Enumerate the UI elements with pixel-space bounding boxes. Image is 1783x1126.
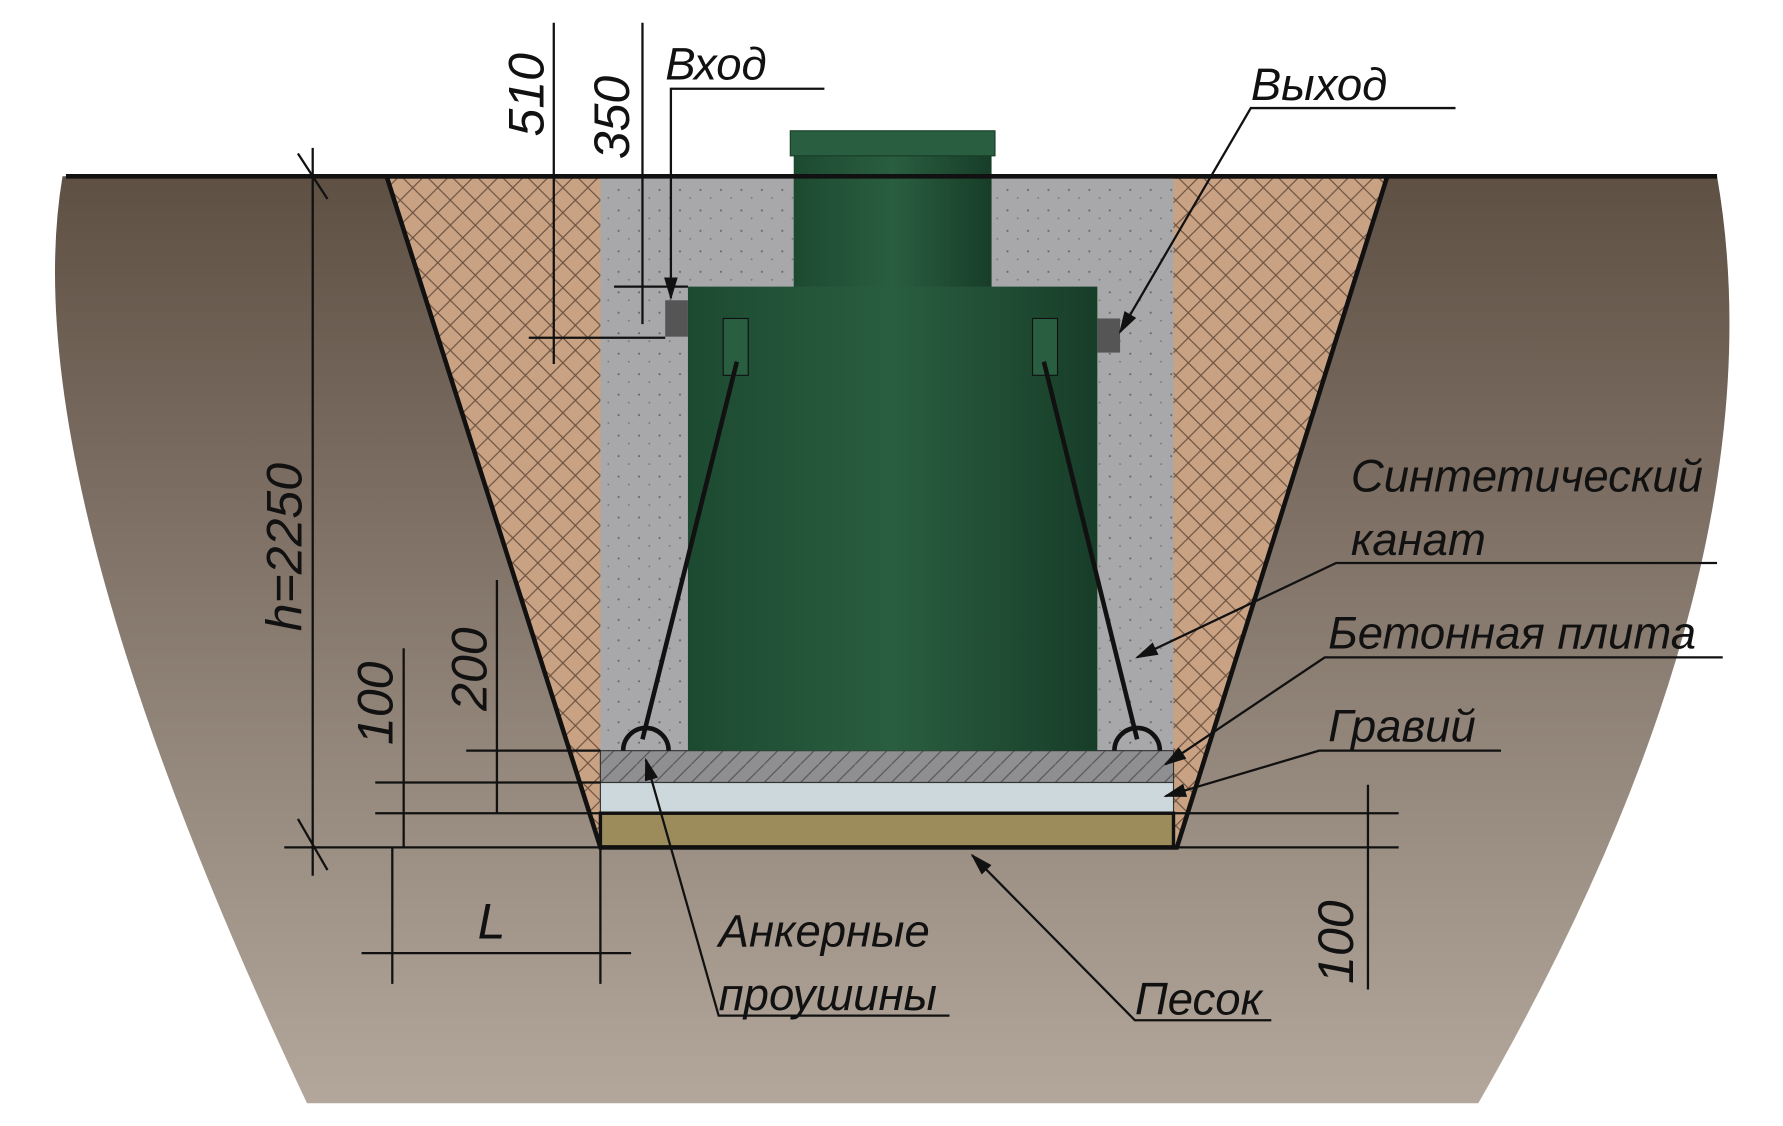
- dim-100-left: 100: [347, 661, 403, 745]
- gravel-label: Гравий: [1328, 701, 1476, 752]
- concrete-slab: [599, 750, 1175, 784]
- tank-lid: [789, 130, 996, 157]
- tank-body: [687, 286, 1098, 751]
- anchors-label-line1: Анкерные: [716, 905, 930, 956]
- dimension-lines: [284, 22, 1399, 990]
- dim-200: 200: [442, 627, 498, 712]
- inlet-pipe: [665, 300, 688, 337]
- dim-510: 510: [499, 53, 555, 137]
- sand-label: Песок: [1135, 974, 1264, 1025]
- tank-neck: [793, 134, 992, 289]
- inlet-label: Вход: [665, 39, 766, 90]
- outlet-pipe: [1097, 318, 1121, 353]
- anchor-eye-right: [1112, 725, 1163, 751]
- dim-L: L: [478, 893, 506, 949]
- rope-right: [1041, 361, 1140, 740]
- anchor-eye-left: [620, 725, 671, 751]
- dim-depth: h=2250: [256, 463, 312, 631]
- dim-350: 350: [584, 76, 640, 160]
- sand-layer: [598, 811, 1176, 850]
- outlet-label: Выход: [1251, 59, 1387, 110]
- dim-100-right: 100: [1308, 900, 1364, 984]
- slab-label: Бетонная плита: [1328, 607, 1696, 658]
- rope-label-line2: канат: [1351, 514, 1486, 565]
- rope-label-line1: Синтетический: [1351, 450, 1703, 501]
- leader-lines: [644, 87, 1723, 1022]
- gravel-layer: [599, 781, 1175, 814]
- anchors-label-line2: проушины: [719, 969, 937, 1020]
- rope-left: [640, 361, 740, 740]
